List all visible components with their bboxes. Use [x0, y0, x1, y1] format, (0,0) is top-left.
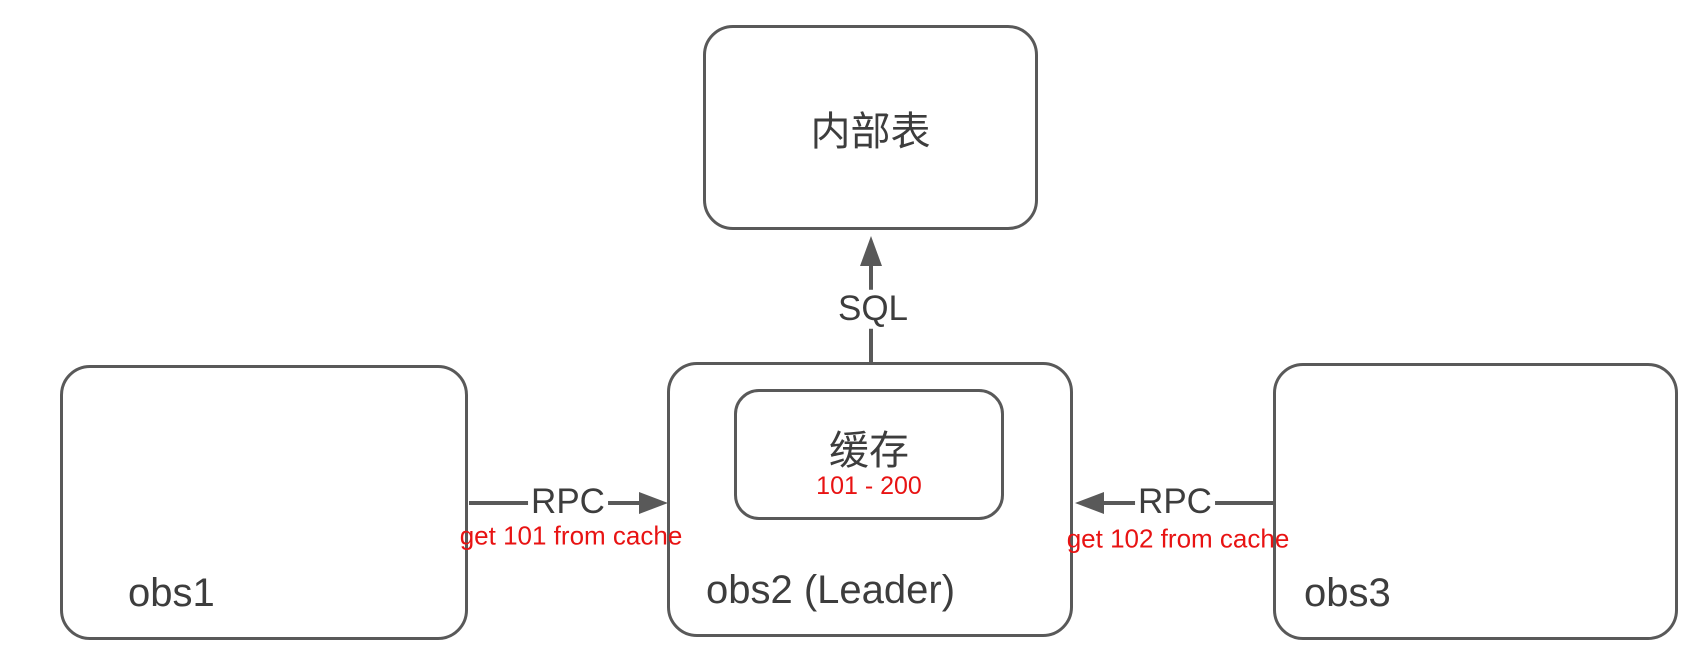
rpc-left-annotation: get 101 from cache [459, 520, 683, 551]
sql-edge-label: SQL [834, 289, 912, 329]
sql-arrowhead-up-icon [860, 236, 882, 266]
rpc-right-arrowhead-left-icon [1075, 492, 1104, 514]
rpc-right-annotation: get 102 from cache [1066, 523, 1290, 554]
rpc-left-edge-label: RPC [528, 482, 608, 522]
node-cache: 缓存 101 - 200 [734, 389, 1004, 520]
node-obs1: obs1 [60, 365, 468, 640]
rpc-left-arrowhead-right-icon [639, 492, 668, 514]
obs1-label: obs1 [128, 571, 215, 615]
internal-table-label: 内部表 [810, 109, 931, 154]
obs2-label: obs2 (Leader) [706, 568, 956, 612]
cache-label: 缓存 [829, 429, 909, 473]
cache-range-value: 101 - 200 [816, 472, 922, 500]
node-obs3: obs3 [1273, 363, 1678, 640]
rpc-right-edge-label: RPC [1135, 482, 1215, 522]
node-internal-table: 内部表 [703, 25, 1038, 230]
obs3-label: obs3 [1304, 571, 1391, 615]
node-obs2-leader: 缓存 101 - 200 obs2 (Leader) [667, 362, 1073, 637]
